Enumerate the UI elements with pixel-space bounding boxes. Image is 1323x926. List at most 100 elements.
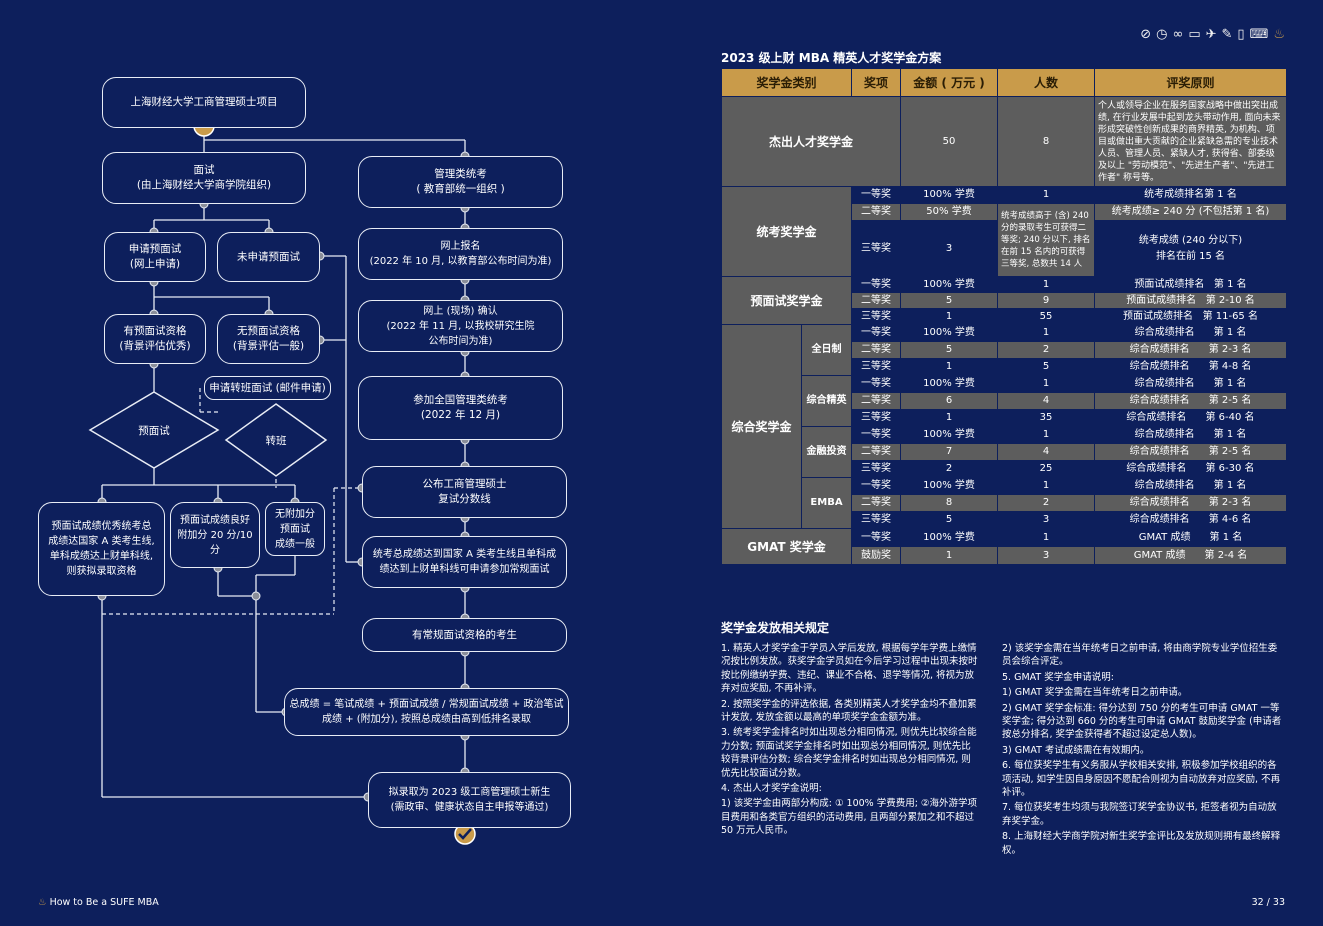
rule-text: 综合成绩排名 xyxy=(1129,395,1190,406)
rule-text: 综合成绩排名 xyxy=(1126,412,1187,423)
rule-paragraph: 4. 杰出人才奖学金说明: xyxy=(721,783,822,795)
rule-paragraph: 6. 每位获奖学生有义务服从学校相关安排, 积极参加学校组织的各项活动, 如学生… xyxy=(1002,760,1281,799)
rule-paragraph: 3. 统考奖学金排名时如出现总分相同情况, 则优先比较综合能力分数; 预面试奖学… xyxy=(721,727,977,779)
node-admit: 拟录取为 2023 级工商管理硕士新生 (需政审、健康状态自主申报等通过) xyxy=(368,772,571,828)
rank-text: 第 2-10 名 xyxy=(1205,294,1255,306)
rule-paragraph: 1. 精英人才奖学金于学员入学后发放, 根据每学年学费上缴情况按比例发放。获奖学… xyxy=(721,643,978,695)
footer-title: How to Be a SUFE MBA xyxy=(49,897,159,908)
cell-count: 55 xyxy=(997,308,1095,325)
cell-tier: 三等奖 xyxy=(851,358,901,376)
rule-paragraph: 8. 上海财经大学商学院对新生奖学金评比及发放规则拥有最终解释权。 xyxy=(1002,831,1281,856)
rules-title: 奖学金发放相关规定 xyxy=(721,621,830,635)
cell-amount: 100% 学费 xyxy=(900,477,998,495)
rule-text: 综合成绩排名 xyxy=(1129,361,1190,372)
cell-count: 3 xyxy=(997,511,1095,529)
node-no-apply-pre-interview: 未申请预面试 xyxy=(217,232,320,282)
cell-count: 1 xyxy=(997,186,1095,204)
cell-rule: 综合成绩排名 第 2-3 名 xyxy=(1094,494,1287,512)
cell-tier: 三等奖 xyxy=(851,308,901,325)
rule-text: 综合成绩排名 xyxy=(1134,429,1195,440)
node-score-line: 公布工商管理硕士 复试分数线 xyxy=(362,466,567,518)
node-online-confirm: 网上 (现场) 确认 (2022 年 11 月, 以我校研究生院 公布时间为准) xyxy=(358,300,563,352)
header-category: 奖学金类别 xyxy=(721,68,852,97)
cell-tier: 三等奖 xyxy=(851,511,901,529)
cat-outstanding: 杰出人才奖学金 xyxy=(721,96,901,187)
rank-text: 第 2-4 名 xyxy=(1204,549,1248,561)
cell-amount: 1 xyxy=(900,409,998,427)
cell-amount: 50% 学费 xyxy=(900,203,998,221)
node-apply-pre-interview: 申请预面试 (网上申请) xyxy=(104,232,206,282)
node-pre-good: 预面试成绩良好 附加分 20 分/10 分 xyxy=(170,502,260,568)
node-transfer-apply: 申请转班面试 (邮件申请) xyxy=(204,376,331,400)
cell-count: 4 xyxy=(997,443,1095,461)
cell-rule: 统考成绩 (240 分以下) 排名在前 15 名 xyxy=(1094,220,1287,277)
cell-tier: 二等奖 xyxy=(851,392,901,410)
rule-text: 综合成绩排名 xyxy=(1126,463,1187,474)
cell-count: 5 xyxy=(997,358,1095,376)
flowchart-connectors xyxy=(88,115,476,845)
cell-tier: 二等奖 xyxy=(851,443,901,461)
cell-count: 9 xyxy=(997,292,1095,309)
table-row: 预面试奖学金 一等奖 100% 学费 1 预面试成绩排名 第 1 名 xyxy=(721,276,1287,325)
table-row: 统考奖学金 一等奖 100% 学费 1 统考成绩排名第 1 名 xyxy=(721,186,1287,277)
table-title: 2023 级上财 MBA 精英人才奖学金方案 xyxy=(721,51,942,65)
node-pre-excellent: 预面试成绩优秀统考总 成绩达国家 A 类考生线, 单科成绩达上财单科线, 则获拟… xyxy=(38,502,165,596)
cell-count: 1 xyxy=(997,528,1095,547)
cell-count: 8 xyxy=(997,96,1095,187)
cell-amount: 100% 学费 xyxy=(900,186,998,204)
table-row: 杰出人才奖学金 50 8 个人或领导企业在服务国家战略中做出突出成绩, 在行业发… xyxy=(721,96,1287,187)
rule-text: 综合成绩排名 xyxy=(1129,497,1190,508)
rank-text: 第 2-5 名 xyxy=(1208,446,1252,457)
cell-rule: 综合成绩排名 第 6-40 名 xyxy=(1094,409,1287,427)
rule-text: GMAT 成绩 xyxy=(1133,549,1186,561)
rule-text: 综合成绩排名 xyxy=(1129,446,1190,457)
rule-text: GMAT 成绩 xyxy=(1138,531,1191,543)
header-tier: 奖项 xyxy=(851,68,901,97)
cell-rule: 综合成绩排名 第 6-30 名 xyxy=(1094,460,1287,478)
cell-rule: GMAT 成绩 第 2-4 名 xyxy=(1094,546,1287,565)
cell-amount: 100% 学费 xyxy=(900,375,998,393)
cell-tier: 一等奖 xyxy=(851,477,901,495)
cat-exam: 统考奖学金 xyxy=(721,186,852,277)
rank-text: 第 1 名 xyxy=(1213,327,1247,338)
cell-amount: 8 xyxy=(900,494,998,512)
cell-amount: 100% 学费 xyxy=(900,276,998,293)
cell-tier: 三等奖 xyxy=(851,460,901,478)
rule-paragraph: 7. 每位获奖考生均须与我院签订奖学金协议书, 拒签者视为自动放弃奖学金。 xyxy=(1002,802,1277,827)
rule-paragraph: 3) GMAT 考试成绩需在有效期内。 xyxy=(1002,744,1150,756)
cell-exam-note: 统考成绩高于 (含) 240 分的录取考生可获得二等奖; 240 分以下, 排名… xyxy=(997,203,1095,277)
cell-amount: 100% 学费 xyxy=(900,528,998,547)
footer-left: ♨ How to Be a SUFE MBA xyxy=(38,897,159,908)
cell-tier: 一等奖 xyxy=(851,375,901,393)
cell-rule: 综合成绩排名 第 1 名 xyxy=(1094,426,1287,444)
cell-count: 1 xyxy=(997,477,1095,495)
rank-text: 第 1 名 xyxy=(1209,531,1243,543)
cell-amount: 50 xyxy=(900,96,998,187)
node-candidates: 有常规面试资格的考生 xyxy=(362,618,567,652)
cell-amount: 1 xyxy=(900,308,998,325)
cell-rule: 综合成绩排名 第 2-5 名 xyxy=(1094,443,1287,461)
rule-paragraph: 2. 按照奖学金的评选依据, 各类别精英人才奖学金均不叠加累计发放, 发放金额以… xyxy=(721,698,977,724)
rank-text: 第 1 名 xyxy=(1213,378,1247,389)
plane-icon: ✈ xyxy=(1205,27,1217,42)
cell-rule: 综合成绩排名 第 1 名 xyxy=(1094,375,1287,393)
cat-gmat: GMAT 奖学金 xyxy=(721,528,852,565)
table-header-row: 奖学金类别 奖项 金额 ( 万元 ) 人数 评奖原则 xyxy=(721,68,1287,97)
cell-amount: 1 xyxy=(900,546,998,565)
cell-count: 1 xyxy=(997,426,1095,444)
rank-text: 第 1 名 xyxy=(1213,429,1247,440)
cell-rule: GMAT 成绩 第 1 名 xyxy=(1094,528,1287,547)
cat-pre-interview: 预面试奖学金 xyxy=(721,276,852,325)
table-row: GMAT 奖学金 一等奖 100% 学费 1 GMAT 成绩 第 1 名 xyxy=(721,528,1287,565)
cell-count: 2 xyxy=(997,494,1095,512)
cell-group-name: 金融投资 xyxy=(801,426,852,478)
node-management-exam: 管理类统考 ( 教育部统一组织 ) xyxy=(358,156,563,208)
cell-tier: 二等奖 xyxy=(851,341,901,359)
rank-text: 第 6-40 名 xyxy=(1205,412,1255,423)
cell-rule: 综合成绩排名 第 2-3 名 xyxy=(1094,341,1287,359)
cell-count: 25 xyxy=(997,460,1095,478)
